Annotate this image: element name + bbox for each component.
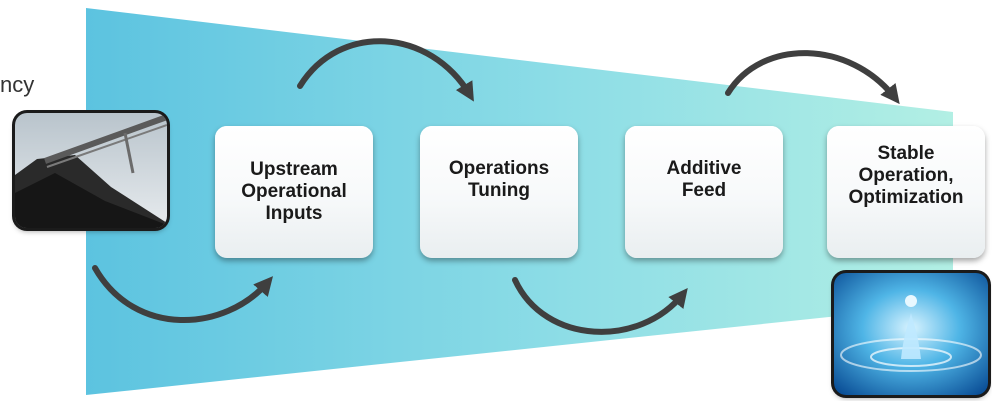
curved-arrow-icon [297, 38, 474, 102]
step-label: Upstream Operational Inputs [241, 159, 347, 224]
curved-arrow-icon [92, 265, 274, 323]
step-card-operations-tuning: Operations Tuning [420, 126, 578, 258]
step-card-additive-feed: Additive Feed [625, 126, 783, 258]
step-label: Stable Operation, Optimization [848, 143, 964, 208]
curved-arrow-icon [512, 277, 688, 335]
step-label: Additive Feed [666, 158, 742, 201]
step-card-stable-operation-optimization: Stable Operation, Optimization [827, 126, 985, 258]
coal-pile-photo [15, 113, 167, 228]
water-droplet-photo [834, 273, 988, 395]
curved-arrow-icon [725, 50, 900, 105]
cropped-text-label: ncy [0, 72, 35, 97]
step-card-upstream-operational-inputs: Upstream Operational Inputs [215, 126, 373, 258]
step-label: Operations Tuning [448, 158, 550, 201]
